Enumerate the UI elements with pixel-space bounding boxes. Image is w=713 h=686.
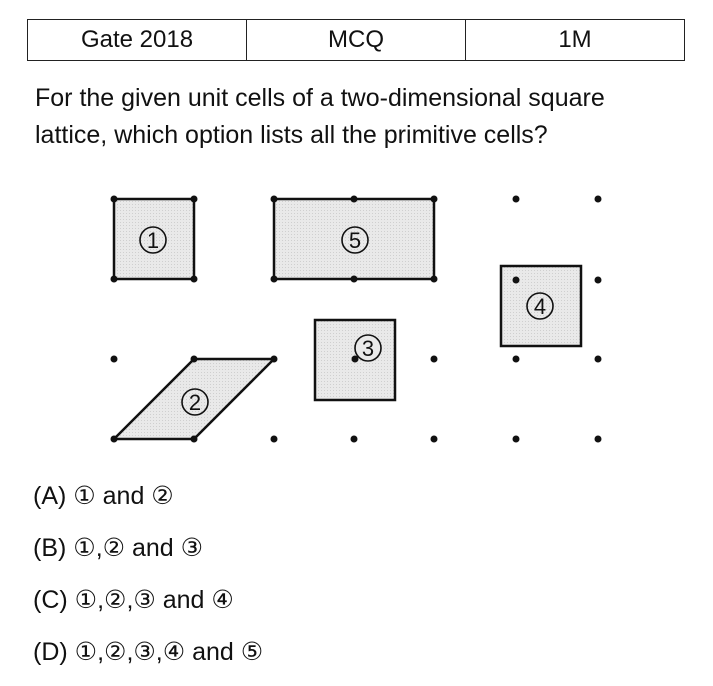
exam-name-cell: Gate 2018 — [27, 19, 247, 61]
question-line-1: For the given unit cells of a two-dimens… — [35, 84, 605, 112]
option-b[interactable]: (B) ①,② and ③ — [33, 530, 533, 582]
svg-text:4: 4 — [534, 294, 546, 319]
option-c[interactable]: (C) ①,②,③ and ④ — [33, 582, 533, 634]
svg-text:2: 2 — [189, 390, 201, 415]
option-d[interactable]: (D) ①,②,③,④ and ⑤ — [33, 634, 533, 686]
unit-cell-4: 4 — [499, 264, 583, 348]
option-b-letter: (B) — [33, 534, 67, 562]
option-c-text: ①,②,③ and ④ — [74, 586, 234, 614]
option-b-text: ①,② and ③ — [73, 534, 204, 562]
answer-options: (A) ① and ② (B) ①,② and ③ (C) ①,②,③ and … — [33, 478, 533, 686]
question-text: For the given unit cells of a two-dimens… — [35, 80, 695, 154]
svg-text:1: 1 — [147, 228, 159, 253]
svg-text:5: 5 — [349, 228, 361, 253]
option-a[interactable]: (A) ① and ② — [33, 478, 533, 530]
option-c-letter: (C) — [33, 586, 68, 614]
unit-cell-5: 5 — [270, 195, 438, 283]
unit-cell-1: 1 — [110, 195, 198, 283]
option-d-letter: (D) — [33, 638, 68, 666]
unit-cell-2: 2 — [110, 355, 278, 443]
option-d-text: ①,②,③,④ and ⑤ — [74, 638, 264, 666]
option-a-text: ① and ② — [73, 482, 174, 510]
lattice-points — [110, 195, 602, 443]
marks-cell: 1M — [465, 19, 685, 61]
question-header-table: Gate 2018 MCQ 1M — [27, 19, 685, 61]
option-a-letter: (A) — [33, 482, 67, 510]
unit-cell-3: 3 — [313, 318, 397, 402]
question-line-2: lattice, which option lists all the prim… — [35, 121, 548, 149]
svg-text:3: 3 — [362, 336, 374, 361]
question-type-cell: MCQ — [246, 19, 466, 61]
